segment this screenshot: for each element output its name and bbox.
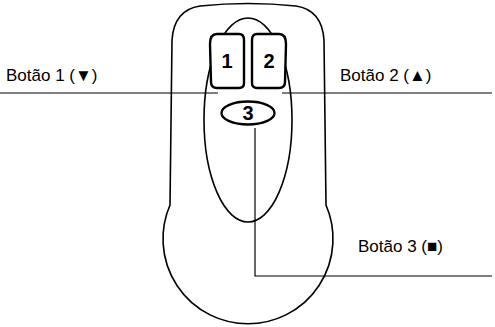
button-number: 2 bbox=[263, 51, 274, 71]
button-label: Botão 2 (▲) bbox=[340, 67, 431, 86]
button-shape bbox=[210, 34, 244, 88]
inner-panel bbox=[204, 18, 292, 222]
remote-button: 2 bbox=[250, 32, 288, 90]
remote-button: 1 bbox=[208, 32, 246, 90]
button-shape bbox=[252, 34, 286, 88]
button-number: 3 bbox=[242, 103, 253, 123]
button-label: Botão 1 (▼) bbox=[6, 67, 97, 86]
remote-button: 3 bbox=[220, 100, 276, 126]
leader-line bbox=[255, 128, 492, 276]
button-shape bbox=[222, 102, 275, 125]
button-label: Botão 3 (■) bbox=[358, 238, 443, 257]
leader-line bbox=[0, 92, 218, 93]
button-number: 1 bbox=[221, 51, 232, 71]
leader-line bbox=[282, 92, 492, 93]
